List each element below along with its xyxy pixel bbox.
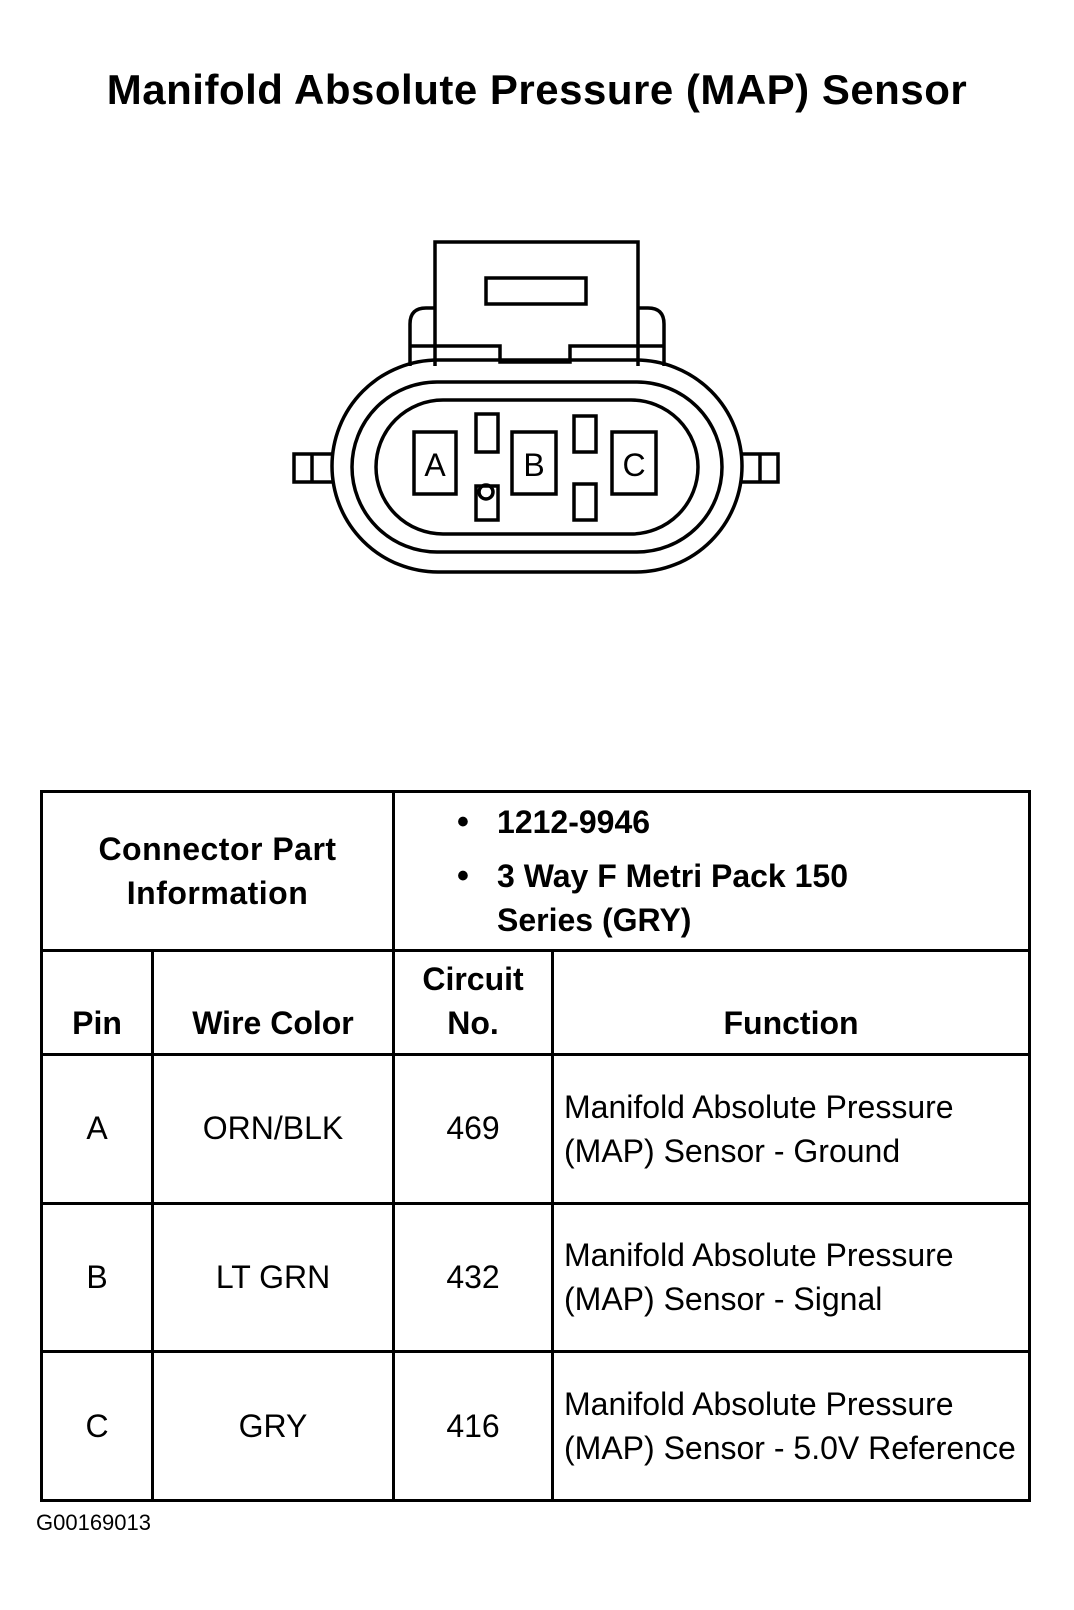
pin-cell: A [40,1052,154,1205]
col-header-circuit-no-text: Circuit No. [422,960,524,1041]
connector-cavity [374,398,700,536]
part-number: 1212-9946 [497,803,651,840]
connector-latch [433,240,640,366]
page-title: Manifold Absolute Pressure (MAP) Sensor [106,66,968,113]
table-row: C GRY 416 Manifold Absolute Pressure (MA… [40,1350,1032,1502]
connector-face-diagram: A B C [292,240,780,574]
circuit-no-cell: 469 [392,1052,555,1205]
list-item: • 1212-9946 [457,800,1028,844]
col-header-function: Function [551,948,1032,1056]
circuit-no-cell: 432 [392,1201,555,1354]
terminal-a-label: A [424,447,446,483]
terminal-c-cavity [610,430,658,496]
terminal-c-label: C [622,447,645,483]
connector-outer-shell [330,358,744,574]
wire-color-cell: ORN/BLK [150,1052,396,1205]
function-cell: Manifold Absolute Pressure (MAP) Sensor … [551,1052,1032,1205]
connector-series: 3 Way F Metri Pack 150 Series (GRY) [497,857,848,938]
connector-info-label: Connector Part Information [39,790,396,952]
table-row: A ORN/BLK 469 Manifold Absolute Pressure… [40,1052,1032,1205]
pin-cell: C [40,1350,154,1502]
list-item: • 3 Way F Metri Pack 150 Series (GRY) [457,854,1028,942]
wire-color-cell: GRY [150,1350,396,1502]
key-slot [474,412,500,454]
terminal-b-cavity [510,430,558,496]
connector-info-list: • 1212-9946 • 3 Way F Metri Pack 150 Ser… [392,790,1032,952]
bullet-icon: • [457,802,469,841]
key-slot [572,414,598,454]
connector-inner-shell [350,380,724,554]
circuit-no-cell: 416 [392,1350,555,1502]
function-cell: Manifold Absolute Pressure (MAP) Sensor … [551,1201,1032,1354]
col-header-circuit-no: Circuit No. [392,948,555,1056]
wire-color-cell: LT GRN [150,1201,396,1354]
pin-cell: B [40,1201,154,1354]
polarizing-hole [477,483,495,501]
connector-shoulder-left [408,306,435,366]
table-row: B LT GRN 432 Manifold Absolute Pressure … [40,1201,1032,1354]
side-ear-right [742,452,780,484]
terminal-b-label: B [523,447,544,483]
connector-shoulder-right [638,306,666,366]
terminal-a-cavity [412,430,458,496]
side-ear-left [292,452,332,484]
bullet-icon: • [457,856,469,895]
key-slot [572,482,598,522]
col-header-wire-color: Wire Color [150,948,396,1056]
connector-info-row: Connector Part Information • 1212-9946 •… [39,790,1032,952]
figure-id: G00169013 [36,1510,151,1535]
connector-pinout-table: Connector Part Information • 1212-9946 •… [39,790,1032,1502]
column-header-row: Pin Wire Color Circuit No. Function [40,948,1032,1056]
latch-slot [484,276,588,306]
col-header-pin: Pin [40,948,154,1056]
function-cell: Manifold Absolute Pressure (MAP) Sensor … [551,1350,1032,1502]
